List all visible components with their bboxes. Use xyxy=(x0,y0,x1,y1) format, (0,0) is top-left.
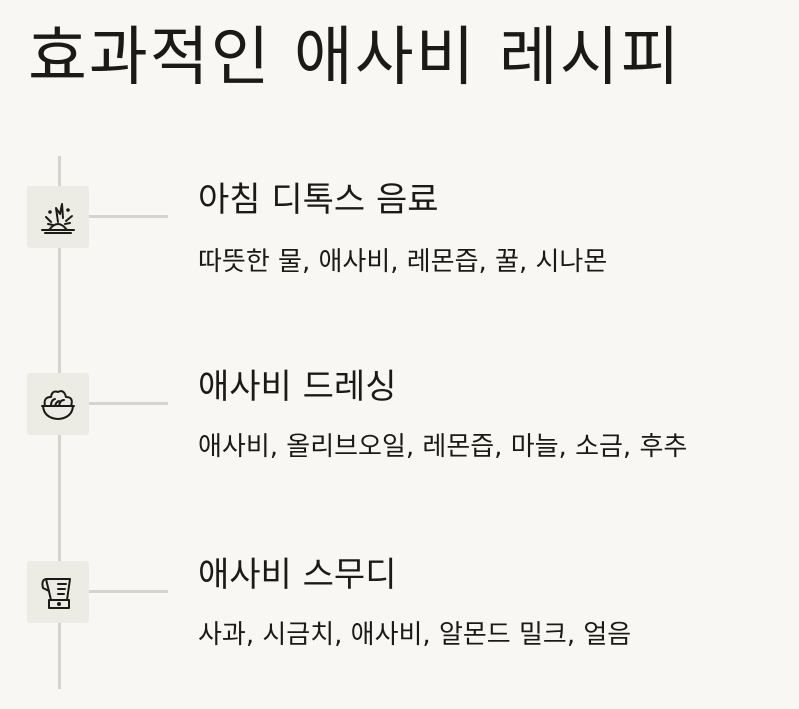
recipe-ingredients: 사과, 시금치, 애사비, 알몬드 밀크, 얼음 xyxy=(198,620,632,650)
blender-icon xyxy=(41,578,71,609)
page-title: 효과적인 애사비 레시피 xyxy=(28,21,682,95)
timeline-node xyxy=(27,186,89,248)
timeline-connector xyxy=(88,590,168,593)
recipe-title: 애사비 스무디 xyxy=(198,555,397,595)
timeline-node xyxy=(27,561,89,623)
recipe-title: 아침 디톡스 음료 xyxy=(198,180,439,220)
timeline-connector xyxy=(88,215,168,218)
recipe-ingredients: 따뜻한 물, 애사비, 레몬즙, 꿀, 시나몬 xyxy=(198,247,608,277)
recipe-ingredients: 애사비, 올리브오일, 레몬즙, 마늘, 소금, 후추 xyxy=(198,432,688,462)
recipe-title: 애사비 드레싱 xyxy=(198,367,397,407)
salad-bowl-icon xyxy=(41,390,75,420)
timeline-connector xyxy=(88,402,168,405)
timeline-node xyxy=(27,373,89,435)
sunrise-burst-icon xyxy=(41,203,75,234)
